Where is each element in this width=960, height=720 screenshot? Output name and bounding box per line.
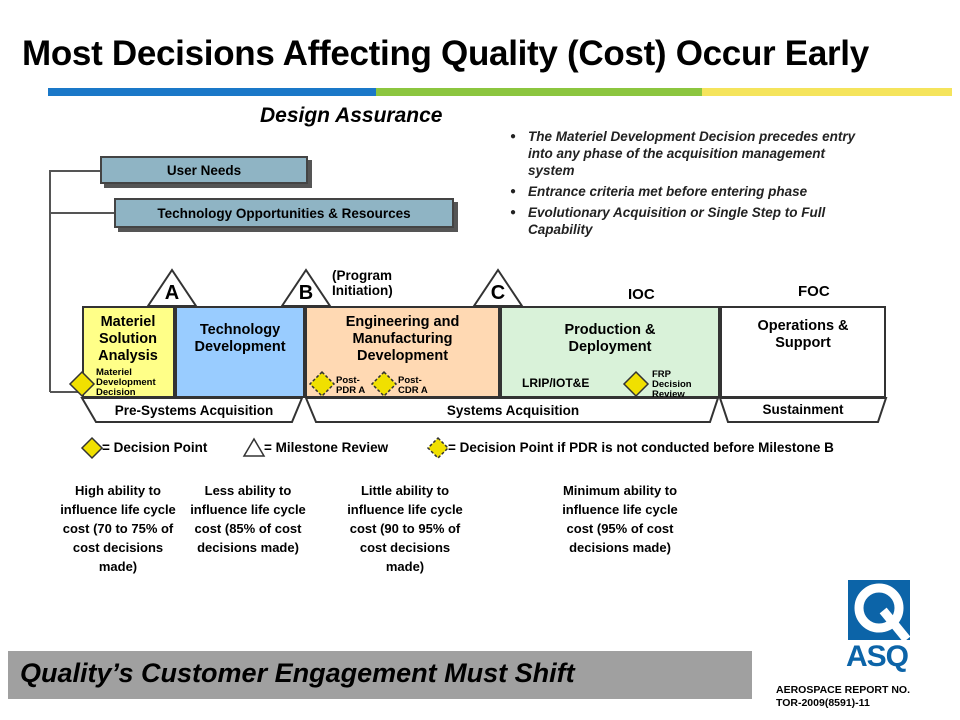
sustainment-label: Sustainment — [762, 402, 844, 417]
report-line-2: TOR-2009(8591)-11 — [776, 697, 870, 709]
asq-logo-text: ASQ — [846, 640, 909, 673]
subtitle: Design Assurance — [260, 104, 443, 127]
milestone-c: C — [490, 282, 506, 304]
foc-label: FOC — [798, 283, 830, 300]
rule-blue — [48, 88, 376, 96]
phase-label-emd: Engineering and Manufacturing Developmen… — [345, 314, 460, 364]
milestone-a: A — [164, 282, 180, 304]
rule-green — [376, 88, 702, 96]
legend-milestone-review: = Milestone Review — [264, 440, 389, 455]
program-initiation-label: (Program Initiation) — [332, 268, 393, 298]
page-title: Most Decisions Affecting Quality (Cost) … — [22, 34, 869, 73]
systems-acquisition-label: Systems Acquisition — [446, 403, 580, 418]
mdd-label: Materiel Development Decision — [96, 367, 156, 398]
technology-opportunities-box: Technology Opportunities & Resources — [114, 198, 454, 228]
phase-production-deployment — [500, 306, 720, 398]
asq-logo-icon — [848, 580, 911, 642]
rule-yellow — [702, 88, 952, 96]
lrip-label: LRIP/IOT&E — [522, 376, 590, 390]
phase-label-os: Operations & Support — [757, 318, 849, 351]
influence-text-2: Less ability to influence life cycle cos… — [190, 483, 306, 555]
influence-text-3: Little ability to influence life cycle c… — [347, 483, 463, 574]
bullet-list: The Materiel Development Decision preced… — [508, 128, 858, 242]
ioc-label: IOC — [628, 286, 655, 303]
influence-text-4: Minimum ability to influence life cycle … — [562, 483, 678, 555]
phase-label-msa: Materiel Solution Analysis — [98, 314, 158, 364]
frp-label: FRP Decision Review — [652, 369, 692, 400]
phase-materiel-solution-analysis — [82, 306, 175, 398]
legend-decision-point: = Decision Point — [102, 440, 208, 455]
post-cdr-label: Post-CDR A — [398, 375, 428, 396]
bullet-item: The Materiel Development Decision preced… — [508, 128, 858, 179]
footer-banner — [8, 651, 752, 699]
phase-operations-support — [720, 306, 886, 398]
phase-label-td: Technology Development — [194, 322, 286, 355]
bullet-item: Entrance criteria met before entering ph… — [508, 183, 858, 200]
bullet-item: Evolutionary Acquisition or Single Step … — [508, 204, 858, 238]
post-pdr-label: Post-PDR A — [336, 375, 366, 396]
legend-decision-if-pdr: = Decision Point if PDR is not conducted… — [448, 440, 834, 455]
phase-label-pd: Production & Deployment — [564, 322, 656, 355]
milestone-b: B — [298, 282, 314, 304]
report-line-1: AEROSPACE REPORT NO. — [776, 684, 910, 696]
report-number: AEROSPACE REPORT NO. TOR-2009(8591)-11 — [776, 684, 910, 710]
pre-systems-acquisition-label: Pre-Systems Acquisition — [114, 403, 274, 418]
influence-text-1: High ability to influence life cycle cos… — [60, 483, 176, 574]
phase-engineering-manufacturing — [305, 306, 500, 398]
user-needs-box: User Needs — [100, 156, 308, 184]
footer-text: Quality’s Customer Engagement Must Shift — [20, 658, 575, 688]
